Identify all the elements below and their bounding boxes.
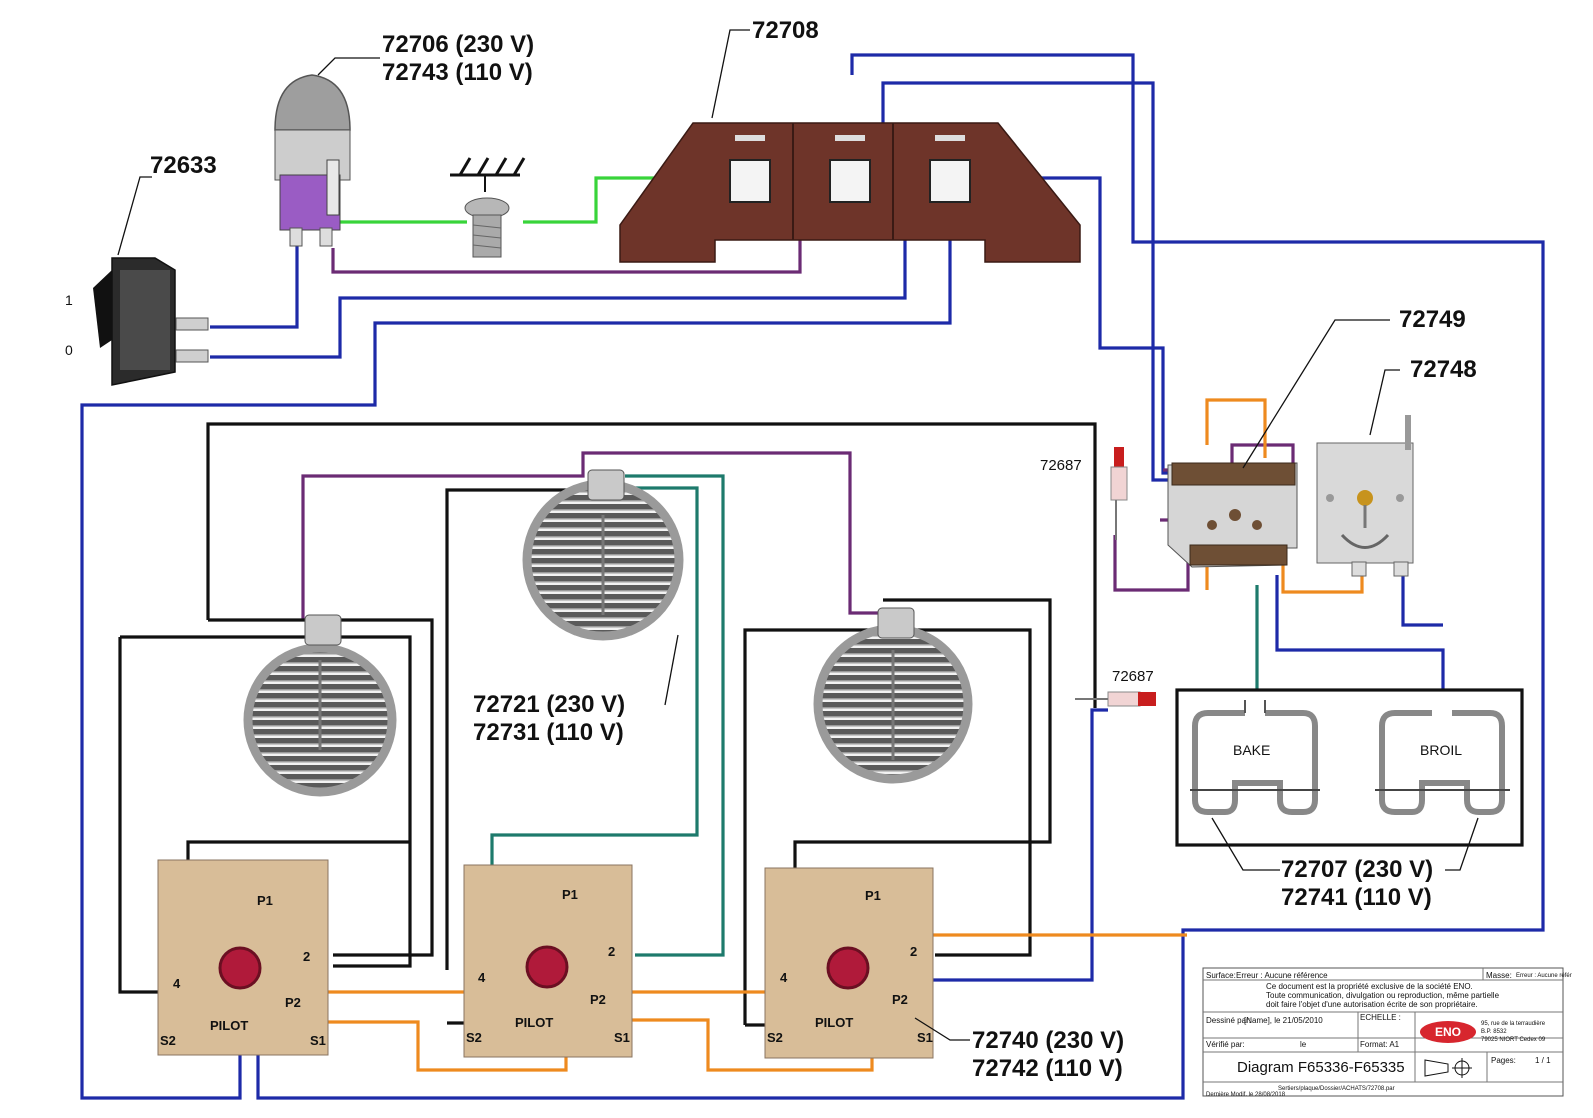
tb-last-modified: Dernière Modif. le 28/08/2018 [1206, 1092, 1286, 1098]
title-block: Surface: Erreur : Aucune référence Masse… [1202, 967, 1572, 1098]
regulator-center-t4: 4 [478, 970, 486, 985]
leader-lines [117, 29, 1479, 1041]
tb-file-path: Sertiers/plaque/Dossier/ACHATS/72708.par [1278, 1086, 1395, 1092]
regulator-center-p1: P1 [562, 887, 578, 902]
tb-drawn-by-label: Dessiné par: [1206, 1016, 1251, 1025]
projection-symbol-icon [1424, 1058, 1472, 1078]
tb-masse-label: Masse: [1486, 971, 1512, 980]
burner-center [522, 469, 684, 641]
burner-left [243, 614, 397, 797]
tb-address-1: 95, rue de la terraudière [1481, 1021, 1546, 1027]
regulator-left-p2: P2 [285, 995, 301, 1010]
oven-element-label-230: 72707 (230 V) [1281, 856, 1433, 883]
pilot-lamp-top [1110, 447, 1128, 540]
thermostat [1167, 462, 1298, 568]
oven-elements: BAKE BROIL [1175, 688, 1524, 847]
tb-drawn-by: [Name], le 21/05/2010 [1244, 1016, 1323, 1025]
burner-label-230: 72721 (230 V) [473, 691, 625, 718]
switch-pos-0-label: 0 [65, 342, 73, 358]
regulator-center-pilot: PILOT [515, 1015, 553, 1030]
ground-screw [450, 157, 526, 258]
tb-notice-2: Toute communication, divulgation ou repr… [1266, 991, 1500, 1000]
regulator-left: P1 2 4 P2 PILOT S2 S1 [157, 859, 329, 1056]
pilot-lamp-mid-label: 72687 [1112, 668, 1154, 685]
switch-pos-1-label: 1 [65, 292, 73, 308]
regulator-right-t2: 2 [910, 944, 917, 959]
terminal-block-label: 72708 [752, 17, 819, 44]
regulator-label-110: 72742 (110 V) [972, 1055, 1123, 1082]
selector-switch [1316, 415, 1414, 577]
oven-lamp-label-230: 72706 (230 V) [382, 31, 534, 58]
regulator-right-pilot: PILOT [815, 1015, 853, 1030]
eno-logo [1420, 1021, 1476, 1043]
burner-label-110: 72731 (110 V) [473, 719, 624, 746]
broil-label: BROIL [1420, 742, 1462, 758]
regulator-right-s1: S1 [917, 1030, 933, 1045]
terminal-block [619, 122, 1081, 263]
regulator-right-p1: P1 [865, 888, 881, 903]
burner-right [813, 607, 973, 784]
tb-title: Diagram F65336-F65335 [1237, 1059, 1405, 1076]
oven-element-label-110: 72741 (110 V) [1281, 884, 1432, 911]
main-switch [93, 257, 209, 386]
regulator-label-230: 72740 (230 V) [972, 1027, 1124, 1054]
regulator-right-t4: 4 [780, 970, 788, 985]
tb-scale-label: ECHELLE : [1360, 1013, 1401, 1022]
regulator-right: P1 2 4 P2 PILOT S2 S1 [764, 867, 934, 1059]
regulator-right-s2: S2 [767, 1030, 783, 1045]
tb-address-2: B.P. 8532 [1481, 1029, 1507, 1035]
tb-notice-1: Ce document est la propriété exclusive d… [1266, 982, 1473, 991]
regulator-left-s1: S1 [310, 1033, 326, 1048]
tb-notice-3: doit faire l'objet d'une autorisation éc… [1266, 1000, 1478, 1009]
tb-pages-label: Pages: [1491, 1056, 1516, 1065]
tb-pages: 1 / 1 [1535, 1056, 1551, 1065]
regulator-right-p2: P2 [892, 992, 908, 1007]
main-switch-label: 72633 [150, 152, 217, 179]
pilot-lamp-mid [1075, 691, 1156, 707]
selector-switch-label: 72748 [1410, 356, 1477, 383]
regulator-center-p2: P2 [590, 992, 606, 1007]
regulator-center: P1 2 4 P2 PILOT S2 S1 [463, 864, 633, 1058]
regulator-left-t4: 4 [173, 976, 181, 991]
oven-lamp [274, 74, 351, 247]
tb-address-3: 79025 NIORT Cedex 09 [1481, 1037, 1546, 1043]
regulator-left-s2: S2 [160, 1033, 176, 1048]
tb-checked-value: le [1300, 1040, 1307, 1049]
eno-logo-text: ENO [1435, 1025, 1461, 1039]
thermostat-label: 72749 [1399, 306, 1466, 333]
bake-label: BAKE [1233, 742, 1270, 758]
pilot-lamp-top-label: 72687 [1040, 457, 1082, 474]
tb-format: Format: A1 [1360, 1040, 1400, 1049]
tb-surface-error: Erreur : Aucune référence [1236, 971, 1328, 980]
tb-masse-error: Erreur : Aucune référ [1516, 973, 1572, 979]
regulator-center-t2: 2 [608, 944, 615, 959]
regulator-left-t2: 2 [303, 949, 310, 964]
oven-lamp-label-110: 72743 (110 V) [382, 59, 533, 86]
component-labels: 72706 (230 V) 72743 (110 V) 72708 72633 … [65, 17, 1477, 1082]
regulator-center-s1: S1 [614, 1030, 630, 1045]
regulator-center-s2: S2 [466, 1030, 482, 1045]
tb-surface-label: Surface: [1206, 971, 1236, 980]
regulator-left-pilot: PILOT [210, 1018, 248, 1033]
regulator-left-p1: P1 [257, 893, 273, 908]
tb-checked-label: Vérifié par: [1206, 1040, 1245, 1049]
